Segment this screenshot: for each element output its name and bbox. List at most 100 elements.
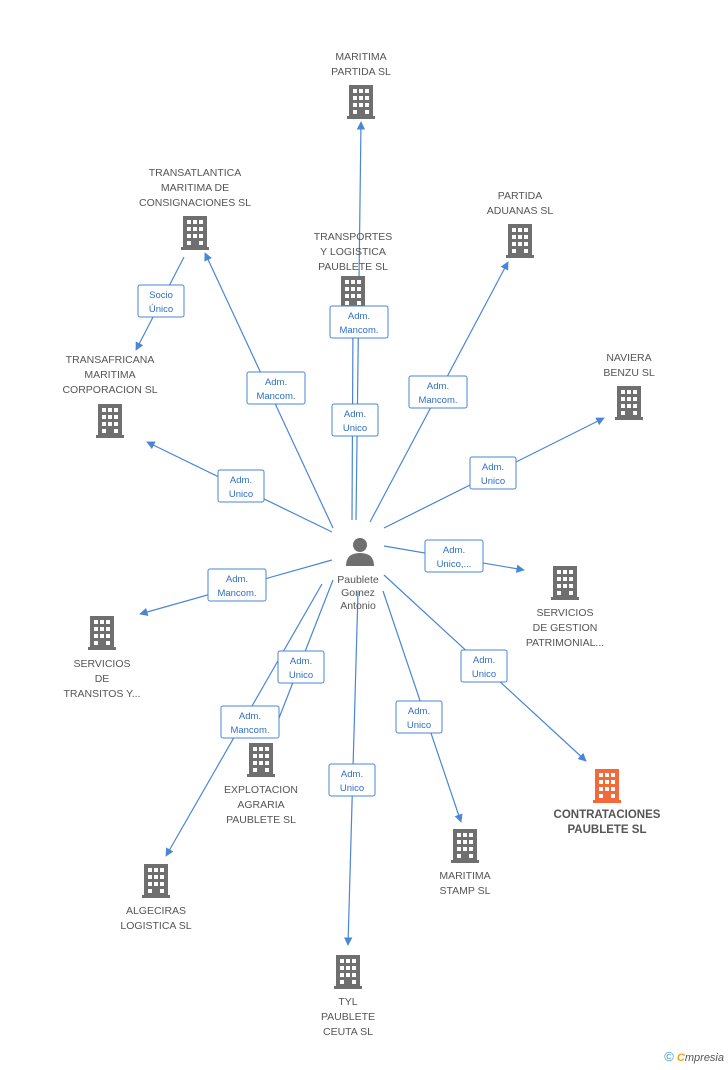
relation-box <box>246 371 306 405</box>
person-name-line: Paublete <box>337 574 379 586</box>
company-node-tyl[interactable]: TYL PAUBLETE CEUTA SL <box>321 955 375 1038</box>
relation-text: Mancom. <box>230 725 269 736</box>
building-icon <box>96 404 124 438</box>
building-icon <box>247 743 275 777</box>
relation-text: Unico <box>229 489 253 500</box>
relation-label[interactable]: Adm. Unico <box>469 456 517 490</box>
company-node-partida-aduanas[interactable]: PARTIDA ADUANAS SL <box>487 190 554 258</box>
relation-label[interactable]: Adm. Mancom. <box>207 568 267 602</box>
relation-text: Adm. <box>473 655 495 666</box>
company-name-line: ALGECIRAS <box>126 905 186 917</box>
relation-text: Adm. <box>341 769 363 780</box>
building-icon <box>451 829 479 863</box>
relation-text: Unico <box>481 476 505 487</box>
building-icon <box>551 566 579 600</box>
relation-box <box>469 456 517 490</box>
brand-logo-text: mpresia <box>684 1052 724 1064</box>
company-name-line: NAVIERA <box>606 352 651 364</box>
building-icon <box>347 85 375 119</box>
relation-label[interactable]: Adm.Mancom. <box>220 705 280 739</box>
company-node-algeciras[interactable]: ALGECIRAS LOGISTICA SL <box>120 864 192 932</box>
relation-box <box>277 650 325 684</box>
building-icon <box>593 769 621 803</box>
company-name-line: TRANSATLANTICA <box>149 167 242 179</box>
building-icon <box>506 224 534 258</box>
relation-text: Unico <box>407 720 431 731</box>
relation-text: Adm. <box>265 377 287 388</box>
relation-box <box>329 305 389 339</box>
relation-text: Adm. <box>290 656 312 667</box>
relation-label[interactable]: Adm. Unico <box>217 469 265 503</box>
company-node-maritima-partida[interactable]: MARITIMA PARTIDA SL <box>331 51 391 119</box>
company-node-transatlantica[interactable]: TRANSATLANTICA MARITIMA DE CONSIGNACIONES … <box>139 167 251 250</box>
company-name-line: PAUBLETE SL <box>226 814 296 826</box>
relation-text: Adm. <box>348 311 370 322</box>
company-name-line: PARTIDA <box>498 190 543 202</box>
relation-text: Adm. <box>230 475 252 486</box>
company-name-line: TYL <box>338 996 357 1008</box>
company-name-line: PARTIDA SL <box>331 66 391 78</box>
person-icon <box>346 538 374 566</box>
relation-label[interactable]: Adm. Unico <box>328 763 376 797</box>
building-icon <box>615 386 643 420</box>
relation-label[interactable]: Adm. Unico <box>460 649 508 683</box>
company-name-line: PAUBLETE SL <box>567 824 646 836</box>
company-name-line: EXPLOTACION <box>224 784 298 796</box>
building-icon <box>339 276 367 310</box>
relation-text: Unico <box>343 423 367 434</box>
relation-text: Mancom. <box>217 588 256 599</box>
relation-box <box>217 469 265 503</box>
company-name-line: ADUANAS SL <box>487 205 554 217</box>
company-name-line: MARITIMA <box>335 51 386 63</box>
relation-text: Adm. <box>482 462 504 473</box>
relation-label[interactable]: Adm. Unico <box>395 700 443 734</box>
company-name-line: MARITIMA DE <box>161 182 229 194</box>
relation-label[interactable]: Adm.Unico <box>277 650 325 684</box>
relation-text: Adm. <box>226 574 248 585</box>
building-icon <box>334 955 362 989</box>
relation-box <box>395 700 443 734</box>
company-name-line: PATRIMONIAL... <box>526 637 604 649</box>
relation-label[interactable]: Adm.Unico <box>331 403 379 437</box>
relation-box <box>424 539 484 573</box>
relation-text: Mancom. <box>418 395 457 406</box>
company-name-line: LOGISTICA SL <box>120 920 191 932</box>
building-icon <box>142 864 170 898</box>
company-name-line: DE <box>95 673 110 685</box>
company-name-line: CEUTA SL <box>323 1026 373 1038</box>
relation-box <box>408 375 468 409</box>
relation-text: Mancom. <box>339 325 378 336</box>
relation-text: Único <box>149 304 173 315</box>
building-icon <box>181 216 209 250</box>
relation-label[interactable]: Adm.Unico,... <box>424 539 484 573</box>
company-name-line: SERVICIOS <box>74 658 131 670</box>
relation-label[interactable]: Adm. Mancom. <box>329 305 389 339</box>
relation-text: Adm. <box>408 706 430 717</box>
company-name-line: Y LOGISTICA <box>320 246 386 258</box>
person-name-line: Antonio <box>340 600 376 612</box>
relation-text: Unico <box>472 669 496 680</box>
company-name-line: BENZU SL <box>603 367 655 379</box>
copyright-symbol: © <box>664 1049 674 1064</box>
company-name-line: PAUBLETE <box>321 1011 375 1023</box>
relation-box <box>207 568 267 602</box>
company-name-line: CONSIGNACIONES SL <box>139 197 251 209</box>
relation-text: Unico <box>340 783 364 794</box>
brand-logo-initial: C <box>676 1052 685 1064</box>
relation-text: Mancom. <box>256 391 295 402</box>
company-name-line: DE GESTION <box>533 622 598 634</box>
relation-label[interactable]: Adm.Mancom. <box>408 375 468 409</box>
company-node-naviera-benzu[interactable]: NAVIERA BENZU SL <box>603 352 655 420</box>
relation-box <box>220 705 280 739</box>
relation-label[interactable]: Adm. Mancom. <box>246 371 306 405</box>
